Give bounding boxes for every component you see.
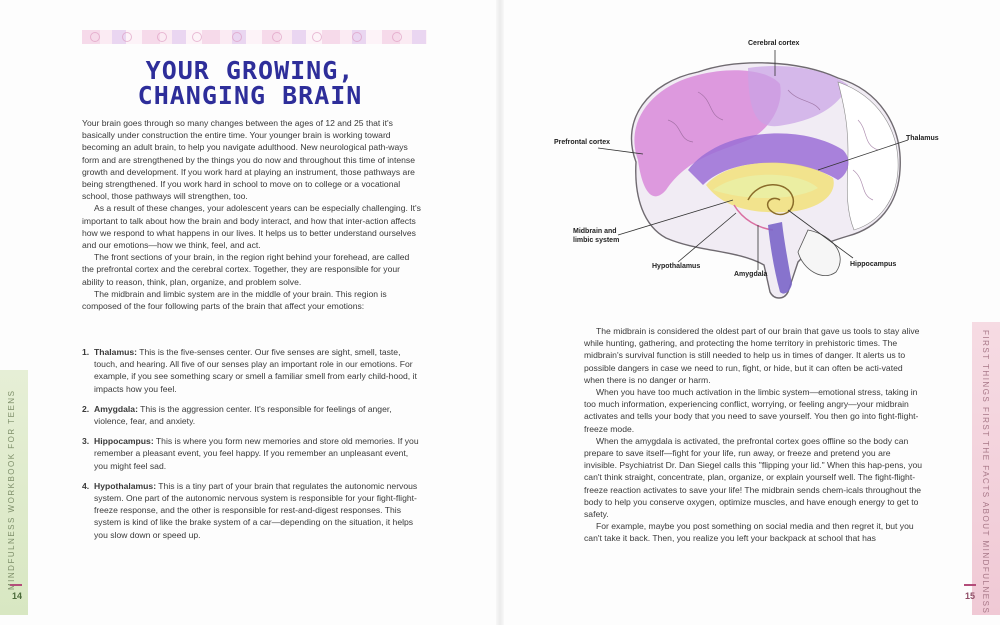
cerebral-cortex-region — [748, 65, 848, 127]
corpus-callosum-region — [688, 133, 849, 185]
right-side-tab — [972, 322, 1000, 615]
list-term: Hippocampus: — [94, 436, 154, 447]
list-number: 4. — [82, 480, 90, 491]
label-midbrain-line-1: Midbrain and — [573, 228, 617, 235]
label-amygdala: Amygdala — [734, 271, 768, 278]
label-hippocampus: Hippocampus — [850, 261, 897, 268]
leader-hypothalamus — [677, 212, 737, 263]
hippocampus-swirl — [747, 184, 795, 216]
label-thalamus: Thalamus — [906, 135, 939, 142]
decorative-header-strip — [82, 30, 427, 44]
paragraph: The midbrain and limbic system are in th… — [82, 288, 387, 312]
left-page — [0, 0, 500, 625]
paragraph: The front sections of your brain, in the… — [82, 252, 410, 287]
left-page-number-rule — [10, 584, 22, 586]
page-title: YOUR GROWING, CHANGING BRAIN — [100, 58, 400, 108]
label-cerebral-cortex: Cerebral cortex — [748, 40, 800, 47]
left-page-number: 14 — [12, 591, 23, 601]
list-item: 2. Amygdala: This is the aggression cent… — [82, 403, 422, 427]
page-title-line-1: YOUR GROWING, — [145, 56, 355, 85]
label-midbrain-line-2: limbic system — [573, 237, 620, 244]
list-term: Amygdala: — [94, 403, 138, 414]
label-hypothalamus: Hypothalamus — [652, 263, 701, 270]
right-page-number-rule — [964, 584, 976, 586]
right-body-text: The midbrain is considered the oldest pa… — [584, 325, 924, 545]
brain-diagram: Cerebral cortex Prefrontal cortex Thalam… — [548, 30, 948, 310]
left-body-text: Your brain goes through so many changes … — [82, 117, 422, 312]
leader-hippocampus — [787, 209, 854, 259]
list-number: 2. — [82, 403, 90, 414]
list-number: 1. — [82, 347, 90, 357]
list-item: 3. Hippocampus: This is where you form n… — [82, 435, 422, 472]
list-item: 4. Hypothalamus: This is a tiny part of … — [82, 480, 422, 541]
paragraph: Your brain goes through so many changes … — [82, 118, 415, 202]
right-running-head: FIRST THINGS FIRST THE FACTS ABOUT MINDF… — [981, 330, 990, 615]
paragraph: When the amygdala is activated, the pref… — [584, 435, 923, 520]
leader-prefrontal-cortex — [597, 147, 644, 155]
page-title-line-2: CHANGING BRAIN — [137, 81, 363, 110]
list-text: This is where you form new memories and … — [94, 436, 419, 471]
paragraph: The midbrain is considered the oldest pa… — [584, 326, 920, 385]
list-term: Thalamus: — [94, 347, 137, 357]
list-term: Hypothalamus: — [94, 480, 157, 491]
right-page-number: 15 — [965, 591, 976, 601]
leader-midbrain — [617, 199, 734, 236]
paragraph: For example, maybe you post something on… — [584, 521, 914, 544]
list-item: 1. Thalamus: This is the five-senses cen… — [82, 346, 422, 395]
paragraph: When you have too much activation in the… — [584, 387, 919, 434]
leader-thalamus — [817, 139, 909, 171]
brain-illustration — [597, 50, 909, 299]
paragraph: As a result of these changes, your adole… — [82, 203, 421, 251]
left-side-tab — [0, 370, 28, 615]
list-text: This is the aggression center. It's resp… — [94, 403, 392, 427]
list-text: This is the five-senses center. Our five… — [94, 347, 417, 394]
occipital-region — [837, 81, 899, 231]
gyri-lines — [667, 89, 879, 201]
cerebellum-region — [797, 229, 841, 277]
brainstem-region — [768, 222, 792, 294]
list-text: This is a tiny part of your brain that r… — [94, 480, 418, 540]
prefrontal-cortex-region — [634, 70, 781, 197]
list-number: 3. — [82, 436, 90, 447]
book-gutter — [496, 0, 504, 625]
label-prefrontal-cortex: Prefrontal cortex — [554, 139, 611, 146]
left-running-head: MINDFULNESS WORKBOOK FOR TEENS — [7, 389, 16, 590]
brain-parts-list: 1. Thalamus: This is the five-senses cen… — [82, 346, 422, 549]
